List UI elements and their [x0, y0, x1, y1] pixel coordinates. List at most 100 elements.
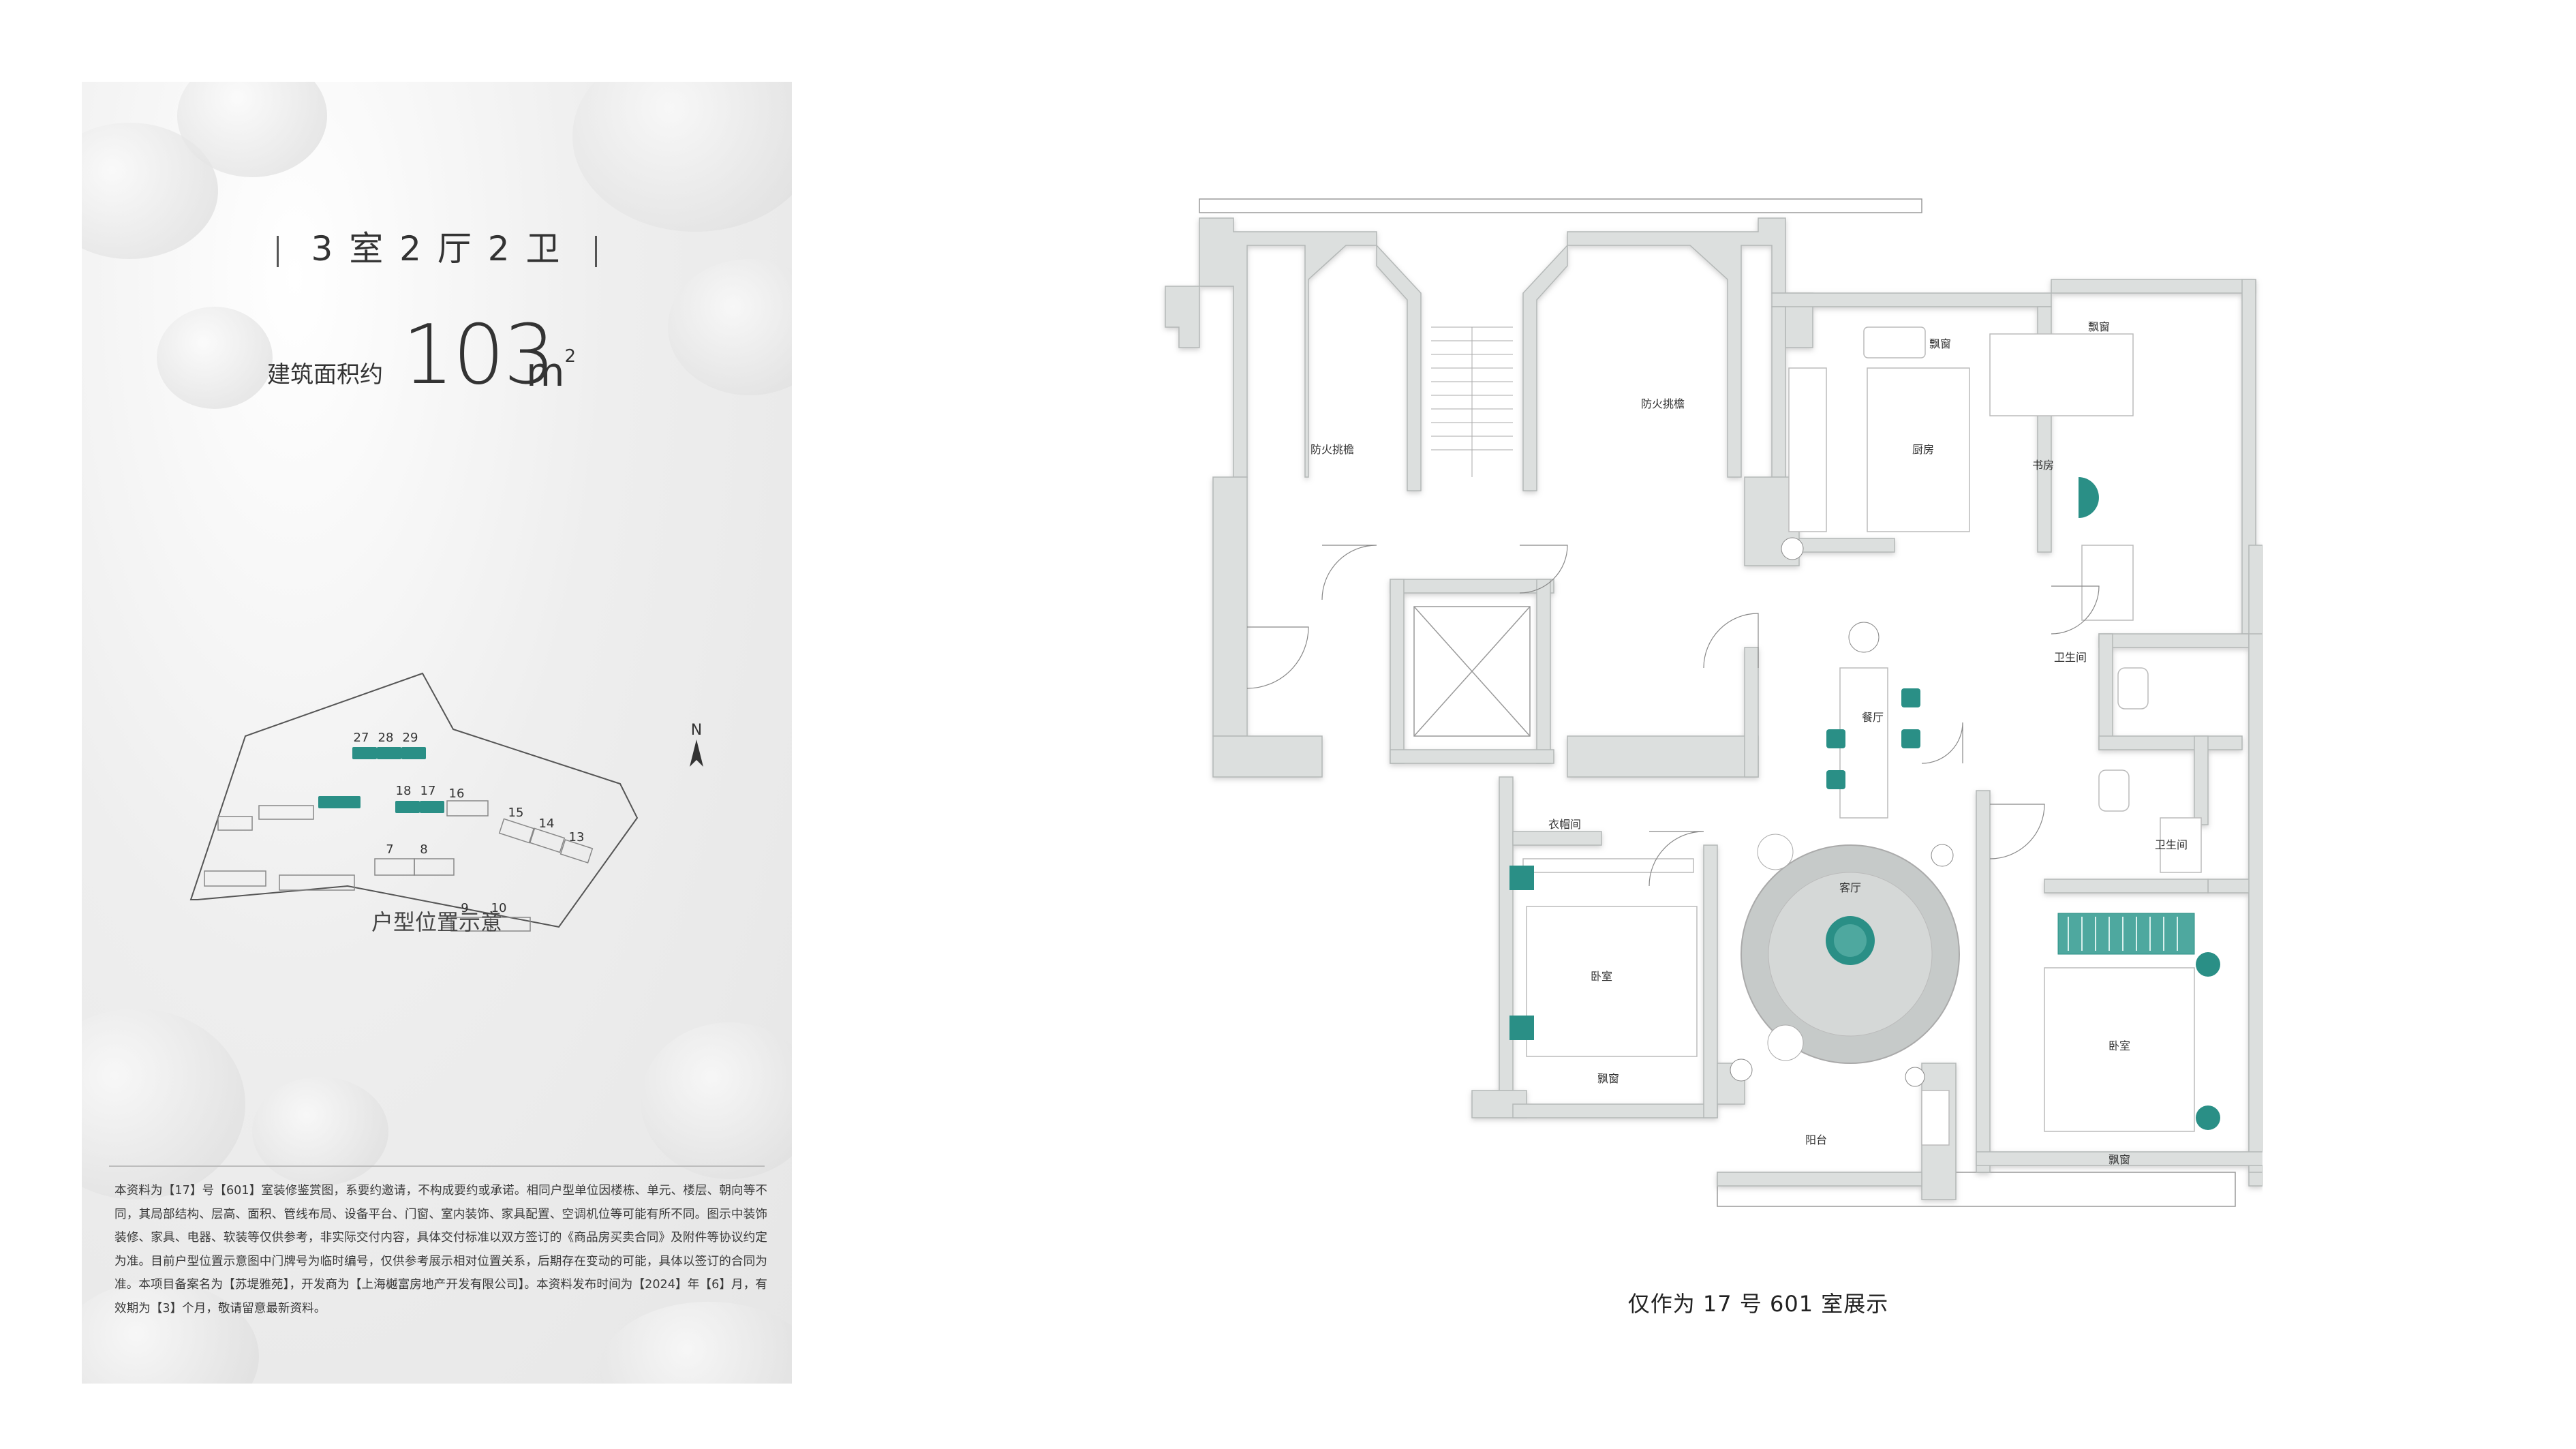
flower-decoration	[572, 82, 792, 232]
building-label: 27	[354, 731, 369, 745]
room-label-bath2: 卫生间	[2155, 838, 2188, 851]
armchair	[1767, 1024, 1804, 1061]
wall-stair-left	[1199, 217, 1377, 478]
wall-bath1	[2098, 633, 2113, 750]
building-10	[490, 917, 531, 932]
wall-bed-right-top	[2044, 879, 2209, 894]
kitchen-island	[1867, 367, 1970, 532]
door-swing	[1649, 831, 1704, 887]
room-label-bay-window-right: 飘窗	[2109, 1153, 2130, 1166]
layout-text: 3 室 2 厅 2 卫	[311, 229, 563, 269]
building-label: 18	[396, 784, 412, 798]
building-7	[374, 858, 415, 876]
building	[217, 816, 253, 831]
building-label: 29	[403, 731, 418, 745]
floor-plan-caption: 仅作为 17 号 601 室展示	[1627, 1291, 1889, 1317]
room-label-balcony: 阳台	[1805, 1133, 1827, 1146]
dining-chair	[1901, 729, 1920, 748]
wall-entry-lower	[1744, 647, 1759, 778]
kitchen-counter	[1788, 367, 1827, 532]
door-swing	[1246, 626, 1309, 689]
wall-bath2	[2194, 735, 2209, 825]
nightstand-lamp	[2196, 1105, 2220, 1130]
room-label-closet: 衣帽间	[1548, 818, 1581, 831]
nightstand	[1509, 866, 1534, 890]
nightstand	[1509, 1016, 1534, 1040]
building-label: 17	[420, 784, 436, 798]
plant-icon	[1931, 844, 1954, 867]
plant-icon	[1905, 1067, 1925, 1087]
wall-closet	[1512, 831, 1602, 846]
area-unit-base: m	[526, 349, 565, 395]
wall-study-top	[2051, 279, 2256, 294]
compass-label: N	[691, 722, 702, 739]
building-29	[401, 747, 426, 759]
building-label: 14	[539, 817, 555, 831]
wall-core-bottom	[1567, 735, 1759, 778]
area-unit: m2	[526, 346, 577, 395]
study-desk	[2081, 545, 2134, 621]
bed-right	[2044, 967, 2195, 1132]
building-label: 8	[420, 842, 427, 857]
wall-kitchen-left	[1771, 306, 1786, 478]
nightstand-lamp	[2196, 952, 2220, 977]
building-highlight	[318, 796, 361, 808]
building-13	[559, 839, 594, 864]
plant-icon	[1848, 622, 1880, 653]
flower-decoration	[668, 259, 792, 395]
area-value: 103	[402, 308, 555, 403]
site-location-map: N 27 28	[189, 672, 703, 932]
building-18	[395, 801, 420, 813]
door-swing	[2051, 585, 2100, 635]
building-8	[414, 858, 455, 876]
door-swing	[1703, 613, 1759, 669]
wardrobe-left	[1522, 858, 1694, 873]
wall-bath1	[2098, 633, 2256, 648]
wall-bed-right-bottom	[1976, 1151, 2263, 1166]
wall-kitchen-top	[1771, 292, 2052, 307]
room-label-living: 客厅	[1839, 881, 1861, 894]
room-label-kitchen: 厨房	[1912, 443, 1934, 456]
flower-decoration	[252, 1077, 388, 1186]
wardrobe-right-slats	[2068, 917, 2178, 951]
room-label-bay-window-left: 飘窗	[1597, 1072, 1619, 1085]
floor-plan: 防火挑檐 防火挑檐 飘窗 厨房 飘窗 书房 卫生间 餐厅 卫生间 衣帽间 客厅 …	[1165, 198, 2263, 1207]
building-15	[498, 818, 535, 844]
building-17	[420, 801, 444, 813]
coffee-table-top	[1834, 924, 1867, 957]
title-bar-right	[595, 235, 598, 267]
toilet-icon	[2117, 667, 2149, 710]
balcony-unit	[1921, 1090, 1950, 1146]
flower-decoration	[641, 1022, 792, 1179]
dining-chair	[1901, 688, 1920, 707]
title-bar-left	[276, 235, 279, 267]
wall-stair-right	[1567, 217, 1786, 478]
wall-balcony-bottom	[1717, 1172, 1922, 1187]
building-label: 13	[569, 830, 585, 844]
wall-bed-right-left	[1976, 790, 1991, 1173]
wall-bed-left	[1499, 776, 1514, 1091]
room-label-bath1: 卫生间	[2054, 651, 2087, 664]
wall-bed-left-bottom	[1512, 1103, 1718, 1118]
wall-bed-left-right	[1703, 844, 1718, 1118]
door-swings	[1246, 545, 2100, 887]
building-label: 10	[491, 901, 507, 915]
wall-core	[1376, 244, 1422, 491]
wardrobe-right	[2057, 913, 2195, 955]
wall-lift	[1536, 579, 1551, 764]
door-swing	[1989, 804, 2045, 859]
building-label: 7	[386, 842, 393, 857]
walls	[1165, 217, 2263, 1200]
divider	[109, 1165, 765, 1167]
building-label: 28	[378, 731, 394, 745]
wall-bath1	[2098, 735, 2243, 750]
area-unit-sup: 2	[564, 346, 577, 367]
room-label-bay-window-kitchen: 飘窗	[1929, 337, 1951, 350]
sink-icon	[1863, 326, 1926, 359]
building	[258, 805, 314, 820]
wall-lift	[1390, 579, 1405, 764]
building	[279, 874, 355, 891]
flower-decoration	[157, 307, 273, 409]
room-label-fire-stair-left: 防火挑檐	[1310, 443, 1354, 456]
wall-right-lower	[2248, 633, 2263, 1173]
